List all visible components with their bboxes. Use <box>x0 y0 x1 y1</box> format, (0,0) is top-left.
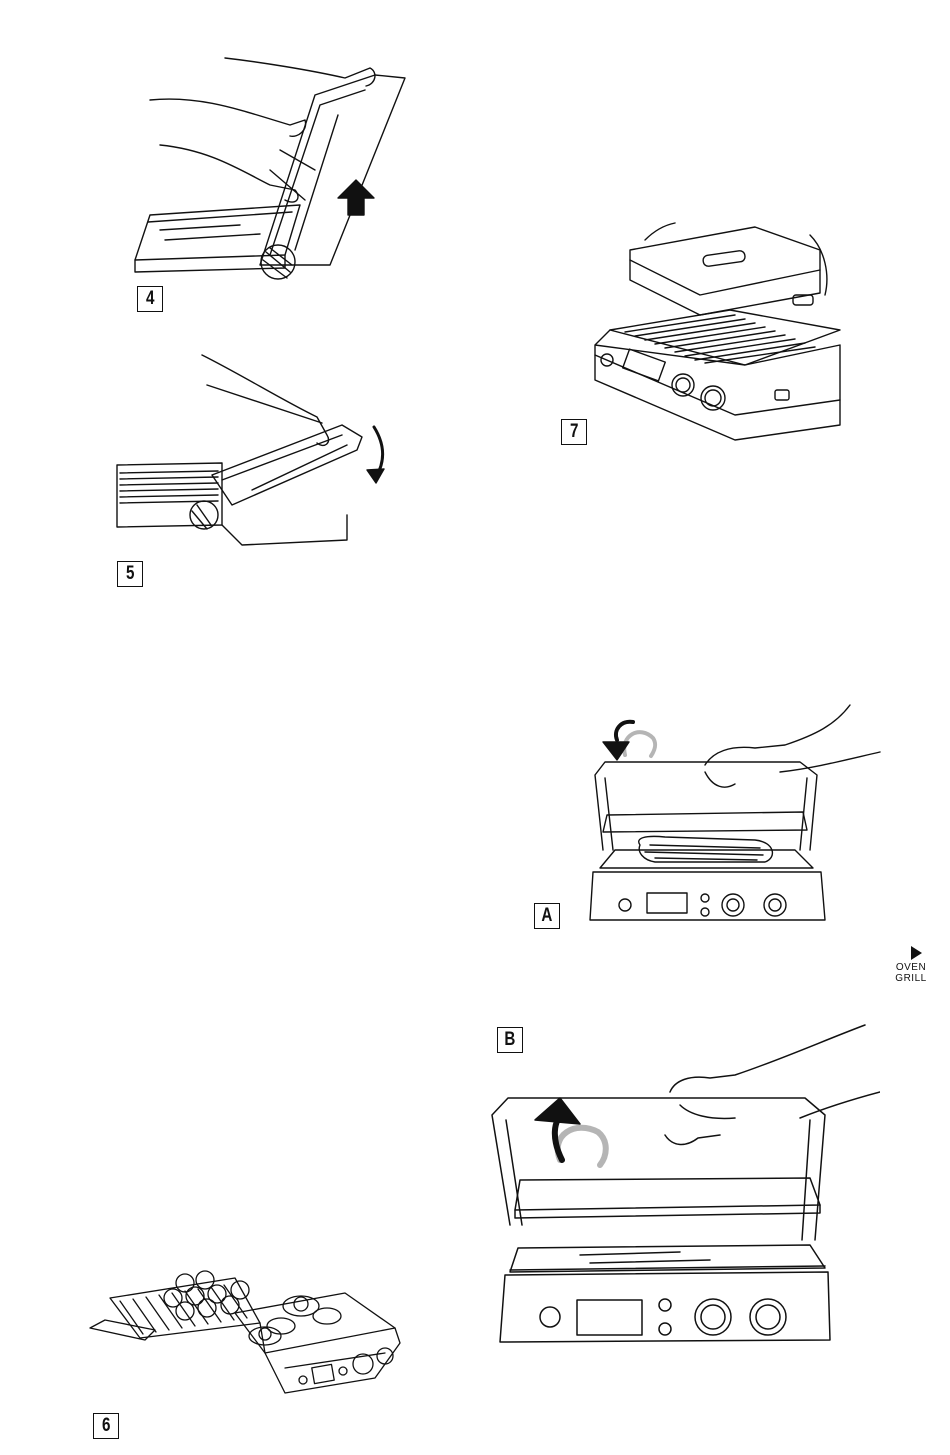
step-5-badge: 5 <box>117 561 143 587</box>
step-6-badge: 6 <box>93 1413 119 1439</box>
step-7-number: 7 <box>570 420 578 443</box>
step-7-badge: 7 <box>561 419 587 445</box>
oven-label: OVEN <box>886 962 936 973</box>
step-4-number: 4 <box>146 287 154 310</box>
figure-4-illustration <box>120 50 420 290</box>
figure-6-illustration <box>85 1268 415 1408</box>
oven-grill-tab: OVEN GRILL <box>886 946 936 984</box>
grill-label: GRILL <box>886 973 936 984</box>
figure-5-illustration <box>112 345 402 560</box>
step-4-badge: 4 <box>137 286 163 312</box>
figure-b-illustration <box>480 1020 880 1370</box>
step-6-number: 6 <box>102 1414 110 1437</box>
step-5-number: 5 <box>126 562 134 585</box>
triangle-right-icon <box>911 946 922 960</box>
figure-a-illustration <box>585 700 885 930</box>
figure-7-illustration <box>585 215 855 450</box>
step-a-badge: A <box>534 903 560 929</box>
step-a-letter: A <box>541 904 552 927</box>
